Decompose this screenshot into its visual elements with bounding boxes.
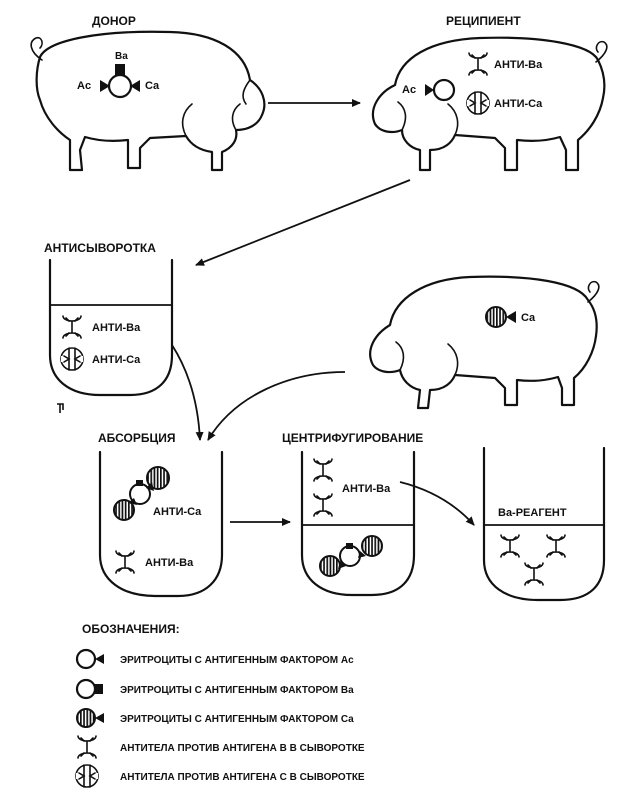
- reagent-tube: [482, 446, 606, 602]
- recipient-pig: [371, 36, 608, 172]
- legend-icon-ac: [75, 648, 104, 670]
- recipient-antibody-c: [467, 92, 489, 114]
- ca-pig-ca-label: Ca: [521, 312, 536, 324]
- antiserum-antibody-c: [61, 348, 83, 370]
- centrifugation-sediment: [319, 535, 383, 577]
- legend-icon-antibody-c: [76, 765, 98, 787]
- arrow-pig-to-absorption: [207, 371, 346, 441]
- legend-icon-antibody-b: [77, 735, 97, 759]
- recipient-anti-ba-label: АНТИ-Ba: [494, 59, 543, 71]
- donor-ac-label: Ac: [77, 80, 91, 92]
- ca-pig-erythrocyte: [485, 306, 516, 328]
- stray-mark: [57, 403, 64, 413]
- donor-title: ДОНОР: [92, 14, 136, 28]
- legend-item-antibody-b: АНТИТЕЛА ПРОТИВ АНТИГЕНА В В СЫВОРОТКЕ: [120, 743, 365, 754]
- absorption-anti-ba-label: АНТИ-Ba: [145, 557, 194, 569]
- legend-item-ac: ЭРИТРОЦИТЫ С АНТИГЕННЫМ ФАКТОРОМ Ac: [120, 655, 354, 666]
- donor-pig: [30, 30, 266, 172]
- antiserum-anti-ba-label: АНТИ-Ba: [92, 322, 141, 334]
- donor-ba-label: Ba: [115, 51, 128, 62]
- legend-item-ca: ЭРИТРОЦИТЫ С АНТИГЕННЫМ ФАКТОРОМ Ca: [120, 714, 354, 725]
- legend-item-ba: ЭРИТРОЦИТЫ С АНТИГЕННЫМ ФАКТОРОМ Ba: [120, 685, 354, 696]
- recipient-anti-ca-label: АНТИ-Ca: [494, 98, 543, 110]
- arrow-recipient-to-antiserum: [195, 179, 411, 266]
- reagent-antibody-b-3: [524, 562, 544, 586]
- recipient-title: РЕЦИПИЕНТ: [446, 14, 521, 28]
- antiserum-anti-ca-label: АНТИ-Ca: [92, 354, 141, 366]
- reagent-antibody-b-1: [500, 534, 520, 558]
- legend-icon-ca: [76, 708, 104, 728]
- antiserum-tube: [48, 258, 174, 397]
- centrifugation-anti-ba-label: АНТИ-Ba: [342, 483, 391, 495]
- absorption-antibody-b: [115, 550, 135, 574]
- donor-ca-label: Ca: [145, 80, 160, 92]
- recipient-antibody-b: [468, 52, 488, 76]
- legend-item-antibody-c: АНТИТЕЛА ПРОТИВ АНТИГЕНА С В СЫВОРОТКЕ: [120, 772, 365, 783]
- absorption-tube: [98, 450, 224, 598]
- reagent-title: Ba-РЕАГЕНТ: [498, 507, 567, 519]
- legend-heading: ОБОЗНАЧЕНИЯ:: [82, 622, 180, 636]
- antiserum-title: АНТИСЫВОРОТКА: [44, 241, 156, 255]
- absorption-anti-ca-label: АНТИ-Ca: [153, 506, 202, 518]
- absorption-title: АБСОРБЦИЯ: [98, 431, 175, 445]
- reagent-antibody-b-2: [546, 534, 566, 558]
- centrifugation-antibody-b-2: [313, 493, 333, 517]
- absorption-agglutinate: [113, 466, 170, 521]
- donor-erythrocyte: [100, 64, 140, 99]
- ca-pig: [369, 275, 600, 410]
- legend-icon-ba: [75, 678, 103, 700]
- arrow-antiserum-to-absorption: [171, 344, 204, 441]
- recipient-ac-label: Ac: [402, 84, 416, 96]
- recipient-erythrocyte: [425, 78, 456, 102]
- arrow-centrifugation-to-reagent: [399, 481, 475, 526]
- centrifugation-antibody-b-1: [313, 458, 333, 482]
- antiserum-antibody-b: [62, 315, 82, 339]
- centrifugation-title: ЦЕНТРИФУГИРОВАНИЕ: [282, 431, 423, 445]
- centrifugation-tube: [300, 450, 416, 597]
